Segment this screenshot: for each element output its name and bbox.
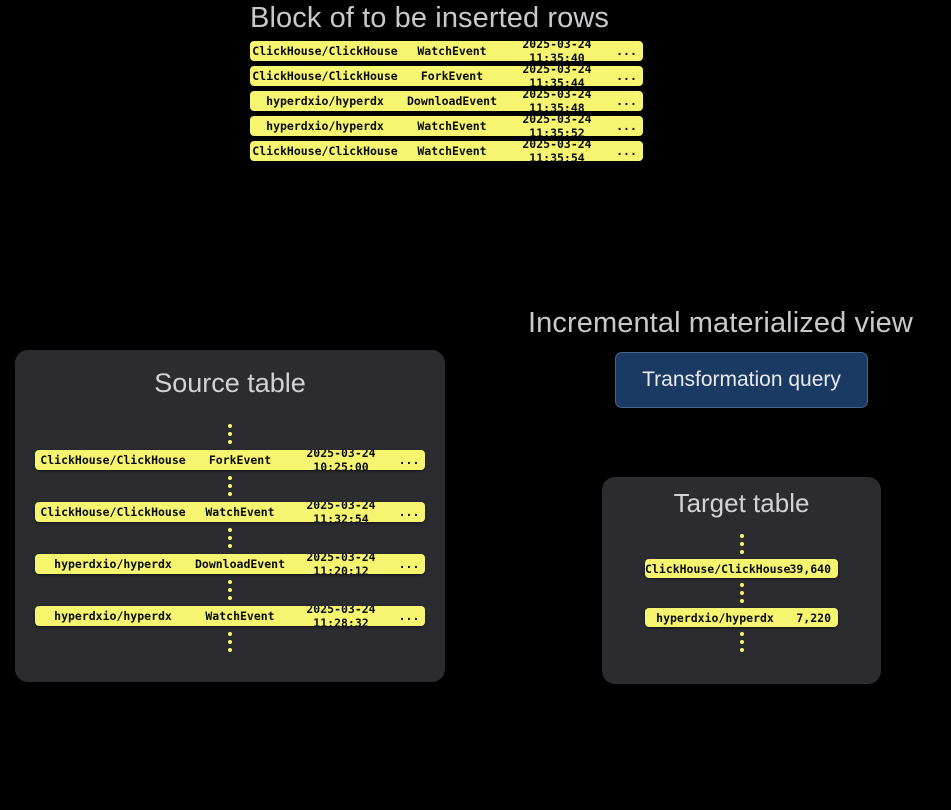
dot — [228, 476, 232, 480]
target-table-rows: ClickHouse/ClickHouse 39,640 hyperdxio/h… — [645, 529, 838, 657]
row-ellipsis: ... — [616, 119, 637, 133]
row-ellipsis: ... — [398, 609, 420, 623]
row-separator-dots — [35, 418, 425, 450]
target-table-row: ClickHouse/ClickHouse 39,640 — [645, 559, 838, 578]
dot — [228, 424, 232, 428]
block-row: ClickHouse/ClickHouse WatchEvent 2025-03… — [250, 141, 643, 161]
row-event: ForkEvent — [208, 453, 272, 467]
row-separator-dots — [645, 627, 838, 657]
dot — [228, 588, 232, 592]
row-ellipsis: ... — [616, 44, 637, 58]
row-repo: ClickHouse/ClickHouse — [252, 44, 398, 58]
row-ellipsis: ... — [616, 94, 637, 108]
dot — [739, 632, 744, 636]
row-event: WatchEvent — [417, 144, 487, 158]
dot — [739, 591, 744, 595]
target-table-panel: Target table ClickHouse/ClickHouse 39,64… — [602, 477, 881, 684]
row-timestamp: 2025-03-24 11:35:54 — [522, 141, 592, 161]
row-timestamp: 2025-03-24 11:32:54 — [306, 502, 376, 522]
dot — [228, 492, 232, 496]
source-table-title: Source table — [154, 368, 306, 398]
row-ellipsis: ... — [616, 69, 637, 83]
row-count: 7,220 — [796, 610, 831, 625]
row-repo: ClickHouse/ClickHouse — [40, 453, 186, 467]
row-event: DownloadEvent — [194, 557, 285, 571]
dot — [739, 648, 744, 652]
row-timestamp: 2025-03-24 11:20:12 — [306, 554, 376, 574]
transformation-query-label: Transformation query — [642, 368, 841, 391]
row-ellipsis: ... — [398, 453, 420, 467]
dot — [228, 648, 232, 652]
dot — [228, 544, 232, 548]
row-separator-dots — [35, 626, 425, 658]
block-row: ClickHouse/ClickHouse WatchEvent 2025-03… — [250, 41, 643, 61]
row-repo: ClickHouse/ClickHouse — [645, 561, 791, 576]
dot — [228, 536, 232, 540]
dot — [228, 580, 232, 584]
row-event: ForkEvent — [420, 69, 484, 83]
dot — [739, 534, 744, 538]
row-event: WatchEvent — [417, 44, 487, 58]
row-separator-dots — [35, 470, 425, 502]
row-separator-dots — [35, 522, 425, 554]
row-repo: hyperdxio/hyperdx — [54, 557, 172, 571]
row-timestamp: 2025-03-24 11:35:40 — [522, 41, 592, 61]
dot — [228, 440, 232, 444]
row-event: WatchEvent — [205, 505, 275, 519]
target-table-row: hyperdxio/hyperdx 7,220 — [645, 608, 838, 627]
dot — [228, 632, 232, 636]
row-repo: ClickHouse/ClickHouse — [40, 505, 186, 519]
row-separator-dots — [645, 578, 838, 608]
row-ellipsis: ... — [616, 144, 637, 158]
block-row: ClickHouse/ClickHouse ForkEvent 2025-03-… — [250, 66, 643, 86]
block-row: hyperdxio/hyperdx WatchEvent 2025-03-24 … — [250, 116, 643, 136]
transformation-query-box[interactable]: Transformation query — [615, 352, 868, 408]
row-count: 39,640 — [789, 561, 831, 576]
source-table-row: ClickHouse/ClickHouse WatchEvent 2025-03… — [35, 502, 425, 522]
dot — [739, 583, 744, 587]
dot — [228, 528, 232, 532]
row-timestamp: 2025-03-24 10:25:00 — [306, 450, 376, 470]
block-title: Block of to be inserted rows — [250, 2, 610, 34]
row-repo: ClickHouse/ClickHouse — [252, 69, 398, 83]
row-repo: hyperdxio/hyperdx — [54, 609, 172, 623]
dot — [739, 599, 744, 603]
dot — [228, 640, 232, 644]
materialized-view-title: Incremental materialized view — [528, 307, 913, 339]
row-timestamp: 2025-03-24 11:35:52 — [522, 116, 592, 136]
row-event: WatchEvent — [205, 609, 275, 623]
source-table-rows: ClickHouse/ClickHouse ForkEvent 2025-03-… — [35, 418, 425, 658]
source-table-row: hyperdxio/hyperdx DownloadEvent 2025-03-… — [35, 554, 425, 574]
dot — [739, 542, 744, 546]
row-ellipsis: ... — [398, 557, 420, 571]
dot — [228, 484, 232, 488]
row-event: WatchEvent — [417, 119, 487, 133]
dot — [739, 550, 744, 554]
row-timestamp: 2025-03-24 11:35:44 — [522, 66, 592, 86]
row-ellipsis: ... — [398, 505, 420, 519]
row-separator-dots — [35, 574, 425, 606]
source-table-row: ClickHouse/ClickHouse ForkEvent 2025-03-… — [35, 450, 425, 470]
target-table-title: Target table — [673, 488, 810, 518]
dot — [228, 432, 232, 436]
row-repo: hyperdxio/hyperdx — [266, 94, 384, 108]
row-timestamp: 2025-03-24 11:35:48 — [522, 91, 592, 111]
dot — [228, 596, 232, 600]
row-event: DownloadEvent — [406, 94, 497, 108]
row-timestamp: 2025-03-24 11:28:32 — [306, 606, 376, 626]
source-table-panel: Source table ClickHouse/ClickHouse ForkE… — [15, 350, 445, 682]
row-separator-dots — [645, 529, 838, 559]
dot — [739, 640, 744, 644]
block-row: hyperdxio/hyperdx DownloadEvent 2025-03-… — [250, 91, 643, 111]
inserted-rows-block: ClickHouse/ClickHouse WatchEvent 2025-03… — [250, 41, 643, 166]
source-table-row: hyperdxio/hyperdx WatchEvent 2025-03-24 … — [35, 606, 425, 626]
row-repo: hyperdxio/hyperdx — [266, 119, 384, 133]
row-repo: ClickHouse/ClickHouse — [252, 144, 398, 158]
row-repo: hyperdxio/hyperdx — [656, 610, 774, 625]
